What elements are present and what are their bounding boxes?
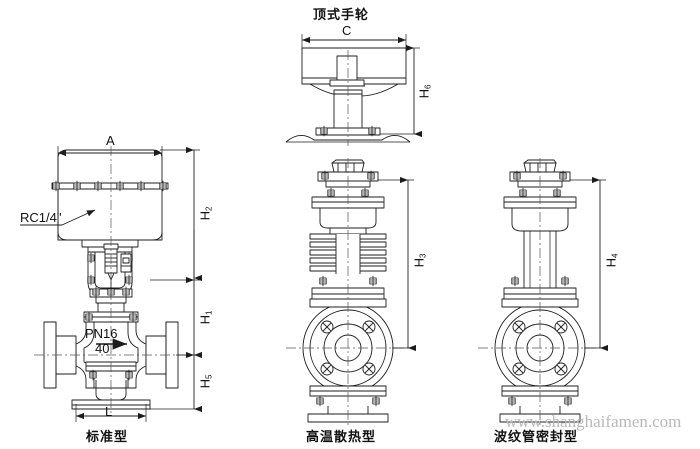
dimension-label-a: A <box>106 133 115 148</box>
dimension-label-h5: H5 <box>197 374 214 389</box>
dimension-label-h6: H6 <box>416 84 433 99</box>
dimension-h4 <box>570 176 609 352</box>
dimension-label-h1: H1 <box>197 310 214 325</box>
figure-bellows-type <box>478 158 609 426</box>
caption-bellows-type: 波纹管密封型 <box>494 429 579 444</box>
dimension-a <box>57 146 163 160</box>
dimension-label-h4: H4 <box>603 253 620 268</box>
caption-high-temp-type: 高温散热型 <box>306 429 377 444</box>
label-rc-thread: RC1/4" <box>20 210 62 225</box>
actuator-housing <box>57 149 163 241</box>
dimension-l <box>75 404 147 422</box>
dimension-label-h2: H2 <box>197 206 214 221</box>
dimension-label-l: L <box>105 404 113 419</box>
caption-standard-type: 标准型 <box>86 429 129 444</box>
title-top-handwheel: 顶式手轮 <box>313 7 370 22</box>
actuator-bolt-band <box>51 180 169 192</box>
dimension-label-h3: H3 <box>411 253 428 268</box>
dimension-h6 <box>380 44 423 138</box>
figure-top-handwheel <box>285 34 423 146</box>
figure-high-temp-type <box>286 158 417 426</box>
label-dn40: 40 <box>95 341 110 356</box>
handwheel-body <box>301 47 407 97</box>
rc-thread-leader <box>20 209 96 226</box>
label-pn16: PN16 <box>85 326 118 341</box>
dimension-label-c: C <box>342 23 352 38</box>
dimension-h3 <box>378 176 417 352</box>
watermark: www.shanghaifamen.com <box>505 412 682 431</box>
figure-standard-type <box>20 146 203 422</box>
dimension-h-stack <box>150 146 203 413</box>
